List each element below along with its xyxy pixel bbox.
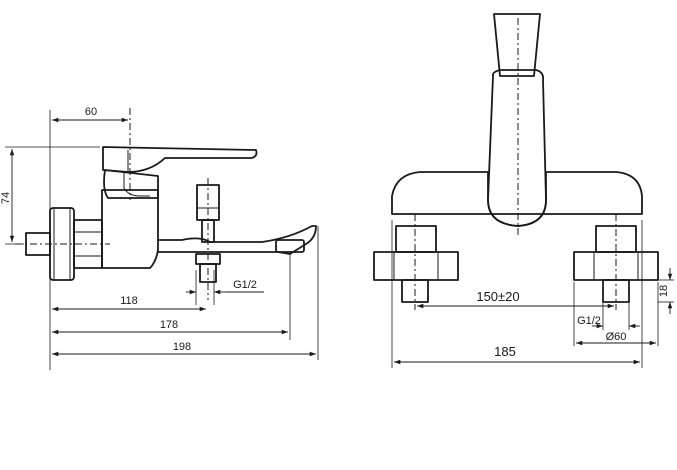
side-body	[101, 169, 159, 269]
front-right-connector	[573, 214, 659, 310]
dim-178-label: 178	[160, 319, 178, 331]
side-diverter	[196, 178, 220, 300]
dim-g12-front-label: G1/2	[577, 315, 601, 327]
front-lever	[487, 13, 547, 227]
front-view: 150±20 18 G1/2 Ø60 185	[373, 13, 674, 368]
dim-178: 178	[52, 319, 288, 335]
side-lever-handle	[102, 146, 258, 197]
dim-74: 74	[0, 149, 15, 242]
dim-d60-label: Ø60	[606, 331, 627, 343]
side-outlet	[195, 253, 221, 283]
dim-18-label: 18	[658, 285, 670, 297]
side-spout	[157, 225, 317, 255]
dim-150-label: 150±20	[476, 289, 519, 304]
dim-198: 198	[52, 341, 316, 357]
dim-118: 118	[52, 295, 206, 312]
dim-74-label: 74	[0, 192, 12, 204]
dim-60-label: 60	[85, 106, 97, 118]
dim-60: 60	[52, 106, 128, 123]
front-body	[391, 171, 643, 227]
side-view: 60 74 G1/2 118 178 198	[0, 106, 319, 370]
dim-g12-side-label: G1/2	[233, 279, 257, 291]
dim-18: 18	[658, 268, 673, 314]
dim-d60: Ø60	[576, 331, 656, 346]
dim-150: 150±20	[417, 289, 614, 309]
dim-185: 185	[394, 344, 640, 365]
dim-185-label: 185	[494, 344, 516, 359]
dim-g12-front: G1/2	[577, 315, 640, 329]
dim-g12-side: G1/2	[186, 279, 264, 295]
dim-118-label: 118	[120, 295, 138, 307]
front-left-connector	[373, 214, 459, 310]
side-wall-connector	[15, 207, 110, 281]
dim-198-label: 198	[173, 341, 191, 353]
